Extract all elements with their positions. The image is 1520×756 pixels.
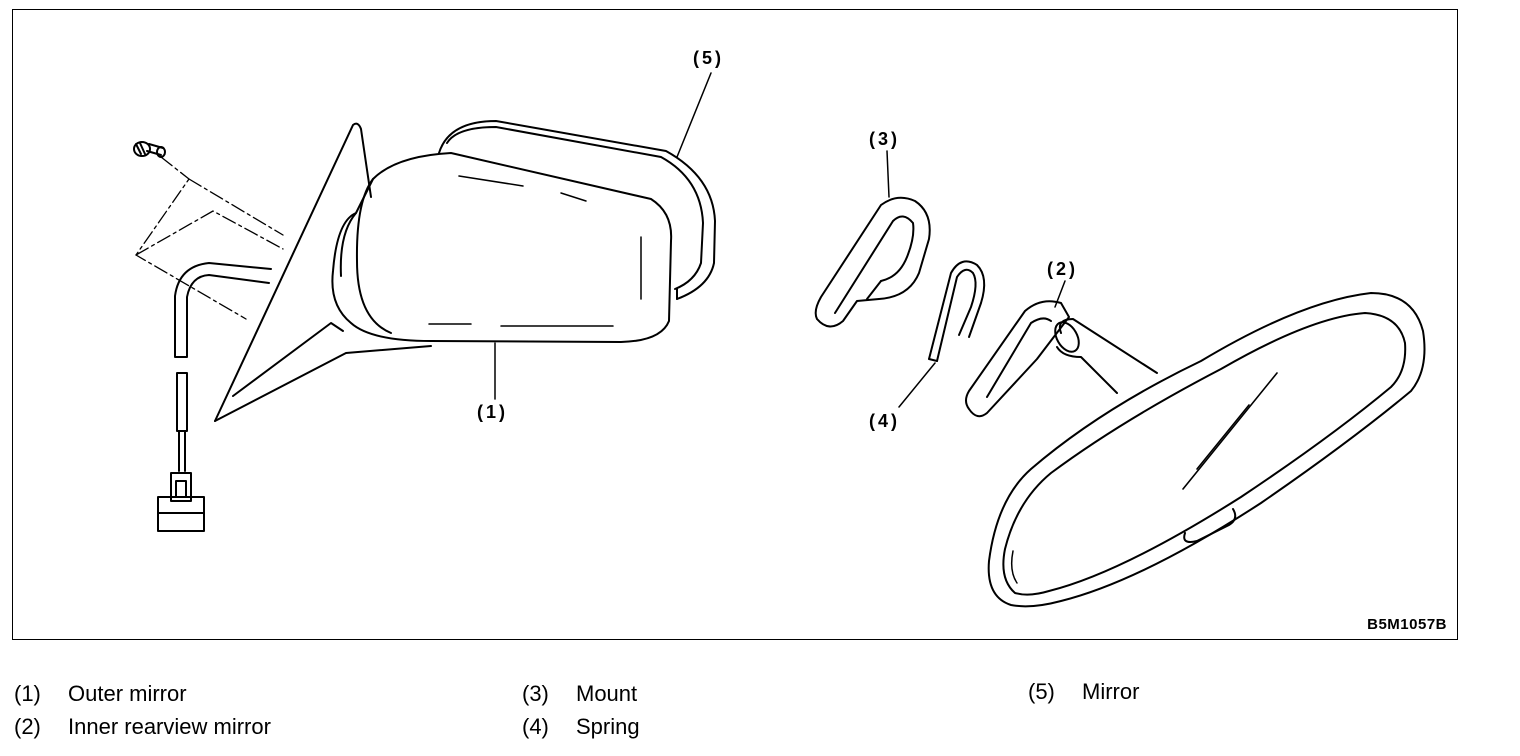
legend-label: Inner rearview mirror bbox=[68, 714, 271, 739]
legend-label: Mirror bbox=[1082, 679, 1140, 704]
callout-4: (4) bbox=[869, 411, 900, 431]
legend-item-mount: (3) Mount bbox=[522, 681, 637, 707]
legend-label: Mount bbox=[576, 681, 638, 706]
legend-number: (3) bbox=[522, 681, 549, 706]
legend-item-mirror: (5) Mirror bbox=[1028, 679, 1139, 705]
legend-label: Spring bbox=[576, 714, 640, 739]
leader-line-4 bbox=[898, 362, 936, 408]
legend-item-outer-mirror: (1) Outer mirror bbox=[14, 681, 187, 707]
outer-mirror-housing bbox=[214, 122, 673, 422]
mirror-glass bbox=[438, 120, 716, 300]
exploded-view-figure: (1) (2) (3) (4) (5) B5M1057B bbox=[12, 9, 1458, 640]
leader-lines bbox=[494, 72, 1066, 408]
leader-line-3 bbox=[886, 150, 890, 198]
callout-5: (5) bbox=[693, 48, 724, 68]
inner-rearview-mirror bbox=[965, 292, 1426, 608]
wiring-harness bbox=[174, 262, 272, 472]
figure-code: B5M1057B bbox=[1367, 616, 1447, 633]
legend-item-spring: (4) Spring bbox=[522, 714, 640, 740]
alignment-lines bbox=[135, 156, 284, 320]
legend-number: (5) bbox=[1028, 679, 1055, 704]
callout-1: (1) bbox=[477, 402, 508, 422]
diagram-canvas bbox=[133, 72, 1426, 608]
connector bbox=[157, 472, 205, 532]
legend-number: (4) bbox=[522, 714, 549, 739]
callout-2: (2) bbox=[1047, 259, 1078, 279]
callout-3: (3) bbox=[869, 129, 900, 149]
legend-number: (2) bbox=[14, 714, 41, 739]
legend-label: Outer mirror bbox=[68, 681, 187, 706]
leader-line-2 bbox=[1054, 280, 1066, 308]
mount bbox=[814, 196, 931, 328]
legend-item-inner-rearview-mirror: (2) Inner rearview mirror bbox=[14, 714, 271, 740]
bolt-icon bbox=[133, 141, 166, 158]
leader-line-5 bbox=[676, 72, 712, 158]
legend-number: (1) bbox=[14, 681, 41, 706]
spring bbox=[928, 260, 986, 362]
